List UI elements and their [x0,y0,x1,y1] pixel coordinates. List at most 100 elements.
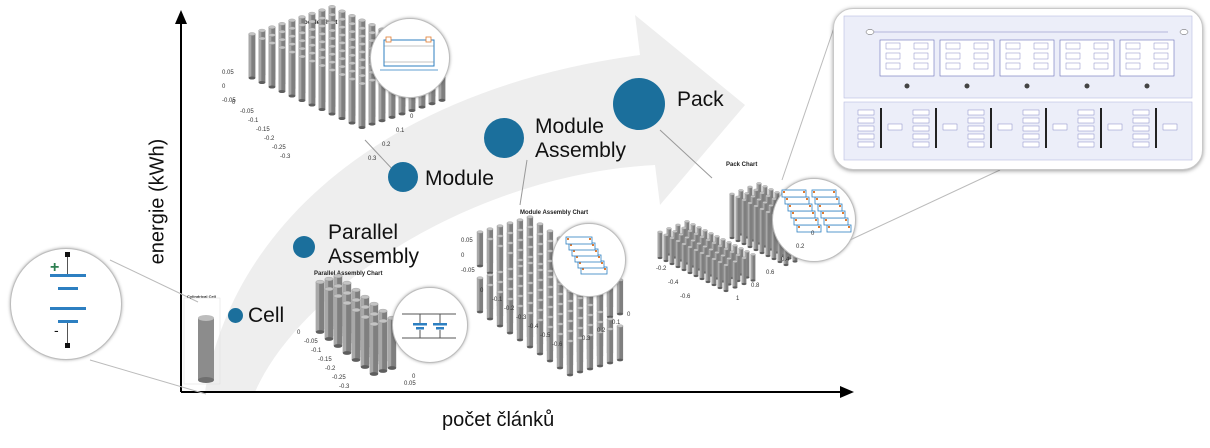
cylinder-body [387,318,397,368]
cylinder-top [596,330,604,334]
cylinder-top [342,280,352,286]
cylinder-highlight [476,232,480,266]
cylinder-top [536,242,544,246]
cylinder-body [576,338,584,372]
module-terminal-icon [822,212,824,214]
cylinder-highlight [248,34,252,78]
model-signal-block [912,109,930,116]
cylinder-body [732,245,738,272]
cylinder-top [318,55,326,60]
cylinder-top [526,245,534,249]
model-signal-block [912,141,930,148]
cylinder-top [675,223,681,227]
cylinder-top [506,277,514,281]
cylinder-top [338,64,346,69]
cylinder-body [756,199,762,244]
module-block-icon [811,189,837,198]
model-signal-block [967,125,985,132]
cylinder-base [408,108,416,113]
cylinder-highlight [546,327,550,361]
cylinder-highlight [278,47,282,92]
modasm-right-tick: 0.1 [612,320,621,326]
model-signal-block [1077,141,1095,148]
cylinder-body [738,248,744,275]
model-port [1125,42,1141,50]
cylinder-base [438,98,446,102]
modasm-left-tick: -0.6 [552,342,563,348]
cylinder-top [556,302,564,306]
module-y-tick: 0.05 [222,70,234,76]
cylinder-top [586,313,594,317]
cylinder-body [506,299,514,333]
cylinder-highlight [369,324,374,374]
cylinder-highlight [753,206,756,250]
cylinder-base [777,260,783,264]
cylinder-highlight [566,341,570,375]
cylinder-top [360,304,370,310]
model-inport [865,29,875,35]
cylinder-body [684,221,690,248]
cylinder-top [702,229,708,232]
cylinder-highlight [717,262,720,288]
module-terminal-icon [833,191,835,193]
cylinder-body [388,73,396,118]
model-signal-block [967,117,985,124]
module-terminal-icon [839,205,841,207]
parallel-left-tick: -0.1 [311,348,322,354]
module-terminal-icon [792,212,794,214]
module-terminal-icon [576,256,578,258]
cylinder-highlight [378,76,382,121]
cylinder-highlight [387,318,392,368]
cylinder-top [576,336,584,340]
cylinder-highlight [536,320,540,354]
cylinder-top [566,329,574,333]
cylinder-body [702,230,708,257]
cylinder-top [687,229,693,233]
cylinder-base [351,358,361,362]
model-port [913,52,929,60]
cylinder-top [476,230,484,234]
cylinder-top [516,284,524,288]
cylinder-top [308,59,316,63]
cylinder-top [546,229,554,233]
cylinder-body [675,241,681,267]
module-terminal-icon [592,244,594,246]
cylinder-highlight [324,289,329,339]
cylinder-body [690,224,696,251]
cylinder-top [258,28,266,33]
cylinder-top [358,18,366,22]
module-left-tick: -0.3 [280,154,291,160]
cylinder-body [496,292,504,326]
cylinder-top [606,327,614,331]
cylinder-top [729,250,735,254]
cylinder-top [315,279,325,285]
cylinder-top [328,52,336,56]
module-right-tick: 0 [410,114,414,120]
module-terminal-icon [803,191,805,193]
cylinder-body [358,83,366,128]
model-outport [1179,29,1189,35]
module-terminal-icon [836,198,838,200]
cylinder-top [536,252,544,256]
cylinder-top [546,285,554,289]
cylinder-top [526,261,534,265]
cylinder-base [732,286,738,289]
cylinder-highlight [315,282,320,332]
cylinder-base [663,259,669,263]
module-left-tick: 0 [232,100,236,106]
cylinder-base [693,274,699,278]
cylinder-top [516,218,524,222]
minus-sign: - [54,322,59,338]
model-signal-block [857,125,875,132]
cylinder-base [248,76,256,80]
cylinder-base [516,338,524,342]
cylinder-top [506,241,514,245]
cylinder-top [556,292,564,296]
cylinder-top [536,308,544,312]
cylinder-top [476,276,484,280]
pack-left-tick: -0.6 [680,294,691,300]
model-signal-block [912,117,930,124]
module-terminal-icon [789,205,791,207]
module-terminal-icon [815,219,817,221]
